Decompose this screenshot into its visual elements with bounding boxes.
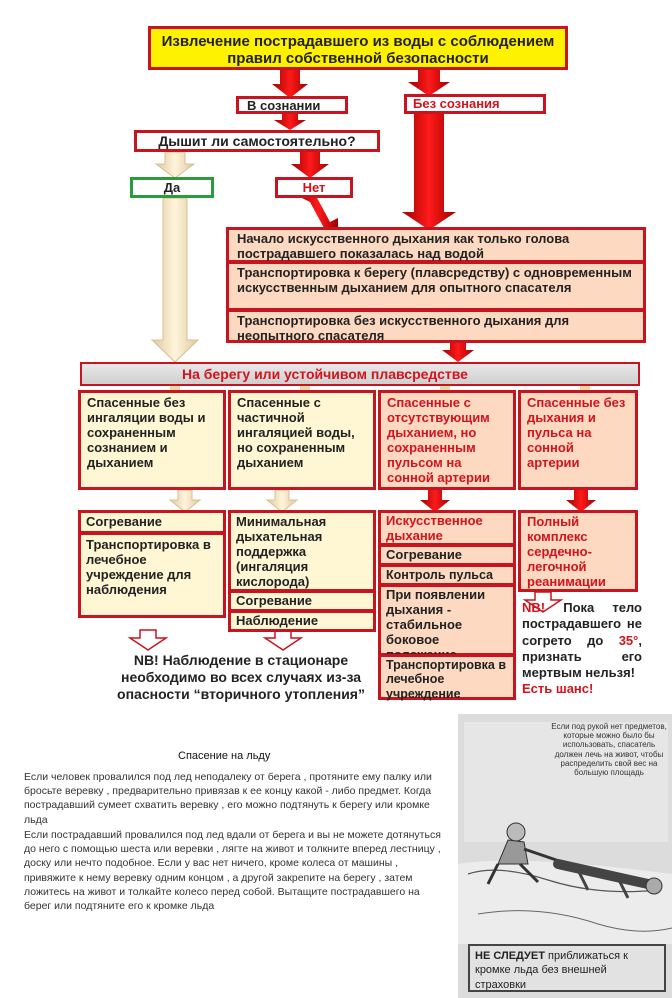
col2-observation: Наблюдение xyxy=(228,610,376,632)
shore-bar: На берегу или устойчивом плавсредстве xyxy=(80,362,640,386)
arrow-col3 xyxy=(420,490,450,512)
illustration-caption: Если под рукой нет предметов, которые мо… xyxy=(551,722,667,777)
arrow-col4 xyxy=(566,490,596,512)
arrow-yes-to-shore xyxy=(150,197,200,363)
breathing-question-box: Дышит ли самостоятельно? xyxy=(134,130,380,152)
step-3: Транспортировка без искусственного дыхан… xyxy=(226,309,646,343)
category-2: Спасенные с частичной ингаляцией воды, н… xyxy=(228,390,376,490)
unconscious-box: Без сознания xyxy=(404,94,546,114)
nb-temperature-note: NB! Пока тело пострадавшего не согрето д… xyxy=(522,600,642,697)
top-box: Извлечение пострадавшего из воды с соблю… xyxy=(148,26,568,70)
arrow-to-question xyxy=(274,112,306,130)
step-1: Начало искусственного дыхания как только… xyxy=(226,227,646,263)
top-text: Извлечение пострадавшего из воды с соблю… xyxy=(161,33,555,68)
category-1: Спасенные без ингаляции воды и сохраненн… xyxy=(78,390,226,490)
col3-warming: Согревание xyxy=(378,544,516,566)
ice-paragraph-1: Если человек провалился под лед неподале… xyxy=(24,771,432,826)
arrow-steps-to-shore xyxy=(442,340,474,362)
yes-box: Да xyxy=(130,177,214,198)
arrow-to-yes xyxy=(154,151,196,179)
col1-warming: Согревание xyxy=(78,510,226,534)
col3-pulse: Контроль пульса xyxy=(378,564,516,586)
ice-warning-box: НЕ СЛЕДУЕТ приближаться к кромке льда бе… xyxy=(468,944,666,992)
col2-warming: Согревание xyxy=(228,590,376,612)
col3-artificial-breathing: Искусственное дыхание xyxy=(378,510,516,546)
step-2: Транспортировка к берегу (плавсредству) … xyxy=(226,261,646,311)
arrow-nb-left xyxy=(127,629,169,651)
conscious-box: В сознании xyxy=(236,96,348,114)
nb-hospital-note: NB! Наблюдение в стационаре необходимо в… xyxy=(117,652,365,702)
col2-support: Минимальная дыхательная поддержка (ингал… xyxy=(228,510,376,592)
col1-transport: Транспортировка в лечебное учреждение дл… xyxy=(78,532,226,618)
arrow-to-conscious xyxy=(272,70,308,98)
col4-cpr: Полный комплекс сердечно-легочной реаним… xyxy=(518,510,638,592)
arrow-nb-mid xyxy=(262,629,304,651)
arrow-to-unconscious xyxy=(408,70,450,96)
category-3: Спасенные с отсутствующим дыханием, но с… xyxy=(378,390,516,490)
ice-paragraph-2: Если пострадавший провалился под лед вда… xyxy=(24,829,441,912)
arrow-nb-right xyxy=(522,591,564,613)
category-4: Спасенные без дыхания и пульса на сонной… xyxy=(518,390,638,490)
ice-title: Спасение на льду xyxy=(178,750,271,762)
arrow-unconscious-down xyxy=(402,112,456,230)
no-box: Нет xyxy=(275,177,353,198)
arrow-col1 xyxy=(168,489,202,513)
col3-recovery-position: При появлении дыхания - стабильное боков… xyxy=(378,584,516,662)
ice-illustration: Если под рукой нет предметов, которые мо… xyxy=(458,714,672,998)
arrow-to-no xyxy=(291,152,329,178)
col3-transport: Транспортировка в лечебное учреждение xyxy=(378,654,516,701)
arrow-col2 xyxy=(265,489,299,513)
